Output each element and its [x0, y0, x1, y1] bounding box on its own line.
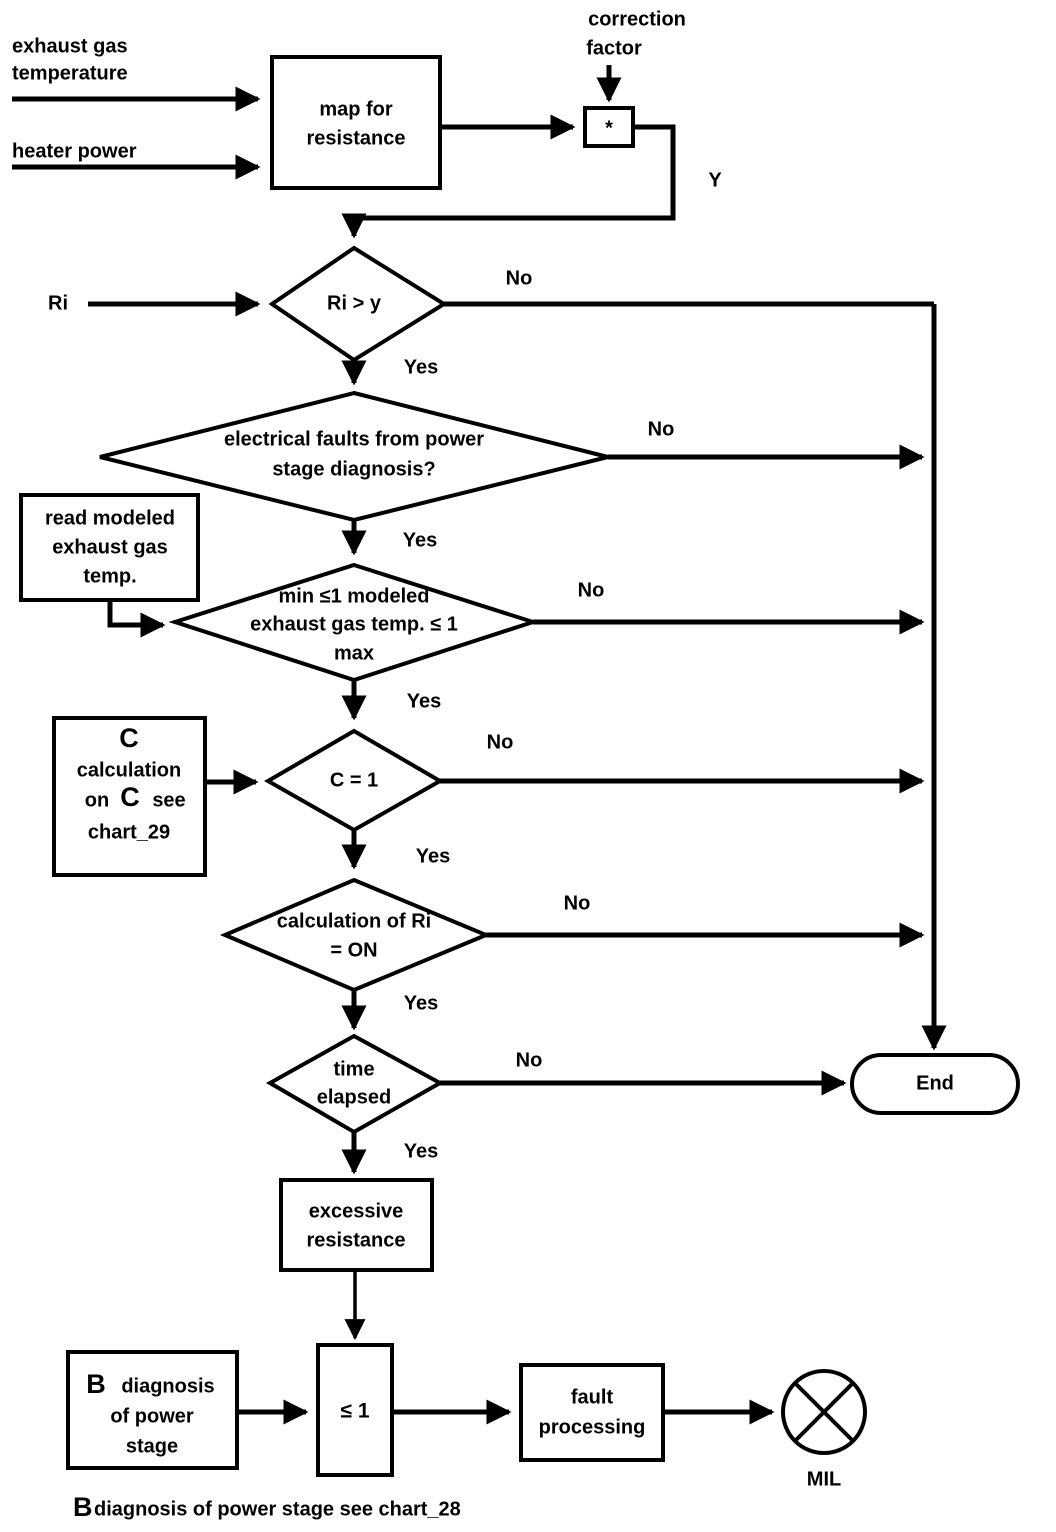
block-or-gate[interactable] — [316, 1343, 394, 1477]
label-no-5: No — [564, 892, 591, 914]
label-correction-factor-line1: correction — [588, 8, 686, 30]
label-no-4: No — [487, 731, 514, 753]
label-b-box-line2: of power — [110, 1405, 194, 1427]
label-excessive-resistance-line1: excessive — [309, 1200, 404, 1222]
block-c-calculation[interactable] — [52, 716, 207, 877]
label-no-6: No — [516, 1049, 543, 1071]
label-multiply: * — [605, 117, 613, 139]
label-fault-processing-line2: processing — [539, 1416, 646, 1438]
footnote-text: diagnosis of power stage see chart_28 — [94, 1498, 461, 1520]
label-yes-4: Yes — [416, 845, 450, 867]
label-c-box-line2-see: see — [152, 789, 185, 811]
label-decision-calc-ri-line1: calculation of Ri — [277, 910, 431, 932]
label-excessive-resistance-line2: resistance — [307, 1229, 406, 1251]
label-no-2: No — [648, 418, 675, 440]
label-end: End — [916, 1072, 954, 1094]
label-decision-calc-ri-line2: = ON — [330, 939, 377, 961]
block-read-modeled-exhaust-gas-temp[interactable] — [19, 493, 200, 602]
label-read-modeled-line3: temp. — [83, 565, 136, 587]
label-c-box-line3: chart_29 — [88, 821, 170, 843]
decision-time-elapsed[interactable] — [265, 1033, 445, 1135]
edge-y-to-ri-decision — [341, 124, 676, 239]
label-c-box-line2-c: C — [120, 782, 140, 812]
label-c-box-line1: calculation — [77, 759, 181, 781]
label-b-box-symbol: B — [86, 1369, 106, 1399]
block-map-for-resistance[interactable] — [270, 55, 442, 190]
label-correction-factor-line2: factor — [586, 37, 642, 59]
terminator-end[interactable] — [850, 1053, 1020, 1115]
block-multiply[interactable] — [583, 106, 635, 148]
label-or-gate: ≤ 1 — [340, 1400, 369, 1423]
label-read-modeled-line2: exhaust gas — [52, 536, 168, 558]
label-no-3: No — [578, 579, 605, 601]
label-mil: MIL — [807, 1468, 841, 1490]
footnote-symbol: B — [73, 1492, 93, 1522]
label-yes-5: Yes — [404, 992, 438, 1014]
label-ri-input: Ri — [48, 292, 68, 314]
label-exhaust-gas-temperature-line2: temperature — [12, 62, 128, 84]
label-exhaust-gas-temperature-line1: exhaust gas — [12, 35, 128, 57]
block-fault-processing[interactable] — [519, 1363, 665, 1462]
edge-read-modeled-to-minmax — [107, 600, 166, 638]
label-decision-ri-greater-than-y: Ri > y — [327, 292, 382, 314]
label-yes-6: Yes — [404, 1140, 438, 1162]
label-decision-time-elapsed-line1: time — [333, 1058, 374, 1080]
mil-lamp-cross-2 — [793, 1381, 855, 1443]
label-decision-electrical-faults-line1: electrical faults from power — [224, 428, 484, 450]
block-b-diagnosis-of-power-stage[interactable] — [66, 1350, 239, 1470]
block-excessive-resistance[interactable] — [279, 1178, 434, 1272]
label-map-for-resistance-line1: map for — [319, 98, 393, 120]
label-y: Y — [708, 169, 722, 191]
label-fault-processing-line1: fault — [571, 1386, 614, 1408]
label-map-for-resistance-line2: resistance — [307, 127, 406, 149]
label-c-box-line2-on: on — [85, 789, 109, 811]
label-decision-minmax-line1: min ≤1 modeled — [278, 585, 429, 607]
label-b-box-line1: diagnosis — [121, 1375, 214, 1397]
label-c-box-symbol: C — [119, 723, 139, 753]
label-yes-3: Yes — [407, 690, 441, 712]
label-decision-electrical-faults-line2: stage diagnosis? — [272, 458, 435, 480]
label-yes-1: Yes — [404, 356, 438, 378]
label-read-modeled-line1: read modeled — [45, 507, 175, 529]
label-decision-minmax-line2: exhaust gas temp. ≤ 1 — [250, 613, 458, 635]
label-decision-minmax-line3: max — [334, 642, 374, 664]
decision-calculation-of-ri-on[interactable] — [219, 877, 492, 993]
label-b-box-line3: stage — [126, 1435, 178, 1457]
label-decision-c-equals-1: C = 1 — [330, 769, 378, 791]
label-no-1: No — [506, 267, 533, 289]
label-yes-2: Yes — [403, 529, 437, 551]
label-heater-power: heater power — [12, 140, 137, 162]
label-decision-time-elapsed-line2: elapsed — [317, 1086, 391, 1108]
